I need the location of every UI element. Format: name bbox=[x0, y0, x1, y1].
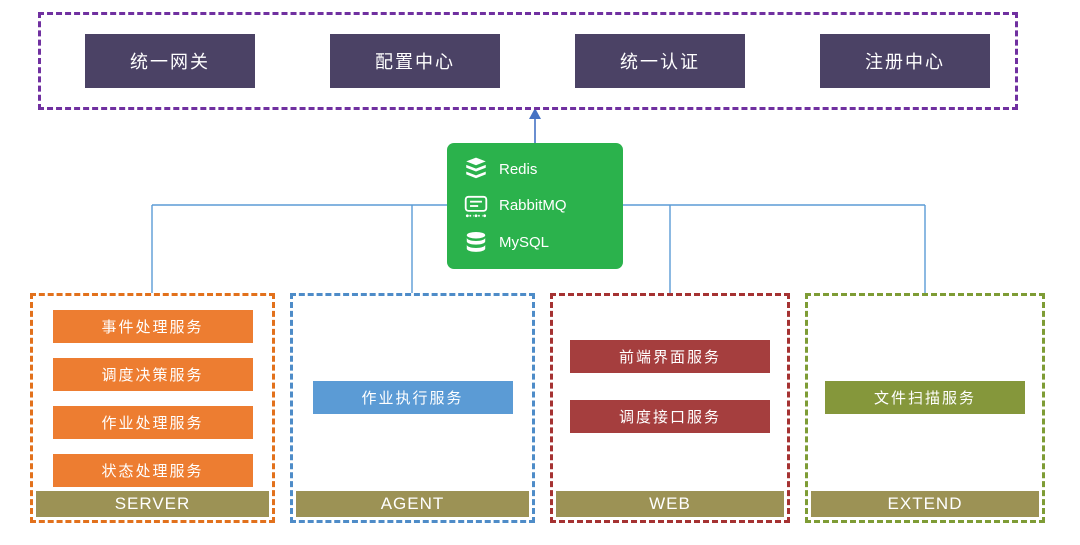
up-arrow-icon bbox=[529, 108, 541, 143]
redis-row: Redis bbox=[463, 156, 623, 182]
service-box: 前端界面服务 bbox=[570, 340, 770, 373]
agent-group-label: AGENT bbox=[296, 491, 529, 517]
service-box: 作业处理服务 bbox=[52, 406, 253, 439]
service-box: 作业执行服务 bbox=[312, 381, 513, 414]
rabbitmq-row: RabbitMQ bbox=[463, 193, 623, 219]
extend-group: 文件扫描服务 EXTEND bbox=[805, 293, 1045, 523]
auth-box: 统一认证 bbox=[575, 34, 745, 88]
gateway-box: 统一网关 bbox=[85, 34, 255, 88]
service-box: 调度接口服务 bbox=[570, 400, 770, 433]
middleware-box: Redis RabbitMQ bbox=[447, 143, 623, 269]
mysql-row: MySQL bbox=[463, 230, 623, 256]
web-group: 前端界面服务 调度接口服务 WEB bbox=[550, 293, 790, 523]
redis-label: Redis bbox=[499, 160, 538, 178]
registry-box: 注册中心 bbox=[820, 34, 990, 88]
platform-services-panel bbox=[38, 12, 1018, 110]
auth-label: 统一认证 bbox=[620, 52, 700, 72]
mysql-label: MySQL bbox=[499, 234, 550, 252]
config-center-box: 配置中心 bbox=[330, 34, 500, 88]
redis-icon bbox=[463, 156, 489, 182]
registry-label: 注册中心 bbox=[865, 52, 945, 72]
extend-group-label: EXTEND bbox=[811, 491, 1039, 517]
server-group: 事件处理服务 调度决策服务 作业处理服务 状态处理服务 SERVER bbox=[30, 293, 275, 523]
web-group-label: WEB bbox=[556, 491, 784, 517]
rabbitmq-icon bbox=[463, 193, 489, 219]
server-group-label: SERVER bbox=[36, 491, 269, 517]
service-box: 事件处理服务 bbox=[52, 310, 253, 343]
service-box: 文件扫描服务 bbox=[825, 381, 1025, 414]
rabbitmq-label: RabbitMQ bbox=[499, 197, 567, 215]
service-box: 状态处理服务 bbox=[52, 454, 253, 487]
config-center-label: 配置中心 bbox=[375, 52, 455, 72]
mysql-icon bbox=[463, 230, 489, 256]
service-box: 调度决策服务 bbox=[52, 358, 253, 391]
gateway-label: 统一网关 bbox=[130, 52, 210, 72]
agent-group: 作业执行服务 AGENT bbox=[290, 293, 535, 523]
